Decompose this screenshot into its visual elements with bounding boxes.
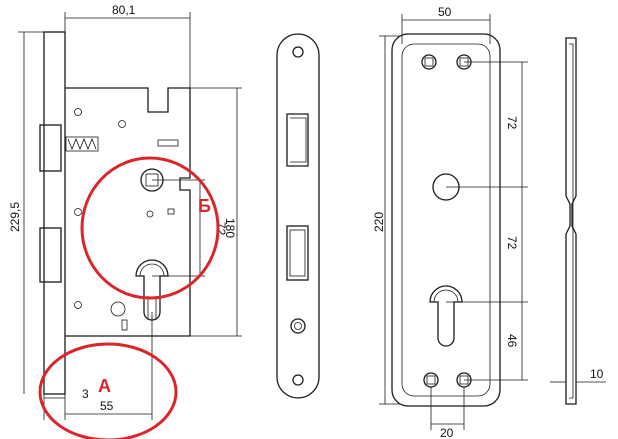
screw-icon [118, 120, 126, 128]
dim-edge: 3 [82, 387, 89, 401]
dim-lock-180: 180 [223, 218, 237, 238]
screw-icon [74, 301, 82, 309]
screw-icon [290, 318, 306, 334]
cylinder-slot [147, 296, 157, 320]
bolt-block [39, 227, 62, 283]
label-b: Б [198, 196, 211, 216]
dim-lock-width: 80,1 [112, 3, 136, 17]
screw-icon [74, 108, 82, 116]
slot-rect [167, 208, 175, 215]
dim-plate-width: 50 [438, 5, 452, 19]
spring-housing [65, 136, 99, 152]
backplate-dimensions: 50 220 72 72 46 20 [372, 5, 528, 439]
screw-icon [292, 374, 304, 386]
screw-hole-icon [421, 54, 437, 70]
label-a: А [98, 376, 111, 396]
backplate-outline [391, 33, 501, 407]
dim-plate-bottom-gap: 20 [440, 426, 454, 439]
dim-plate-spacing-mid: 72 [505, 236, 519, 250]
dim-plate-spacing-bottom: 46 [505, 334, 519, 348]
bolt-opening [286, 225, 309, 281]
cylinder-cutout [135, 259, 169, 321]
screw-icon [292, 46, 304, 58]
lock-dimensions: 80,1 229,5 180 72 55 3 [8, 3, 242, 420]
screw-icon [74, 208, 82, 216]
highlight-circle-b [80, 156, 220, 300]
slot-rect [157, 139, 179, 147]
dim-lock-cc: 72 [214, 222, 228, 236]
cylinder-inner [139, 263, 165, 277]
spring-icon [67, 137, 97, 151]
profile-outline [565, 37, 577, 405]
slot-rect [121, 319, 128, 331]
lock-body [39, 31, 191, 395]
lock-faceplate [43, 31, 66, 395]
latch-block [39, 124, 62, 172]
handle-backplate [391, 33, 501, 407]
dim-backset: 55 [100, 399, 114, 413]
screw-icon [110, 301, 126, 317]
screw-hole-icon [423, 372, 439, 388]
strike-plate [276, 33, 320, 399]
latch-opening [286, 113, 309, 167]
dim-plate-thickness: 10 [590, 367, 604, 381]
cylinder-hole [429, 285, 463, 347]
side-profile: 10 [550, 37, 606, 405]
dim-lock-height: 229,5 [8, 202, 22, 232]
screw-icon [146, 210, 154, 218]
dim-plate-spacing-top: 72 [505, 116, 519, 130]
lock-case [65, 87, 191, 337]
dim-plate-height: 220 [372, 212, 386, 232]
strike-plate-outline [276, 33, 320, 399]
highlight-circle-a [38, 342, 178, 439]
